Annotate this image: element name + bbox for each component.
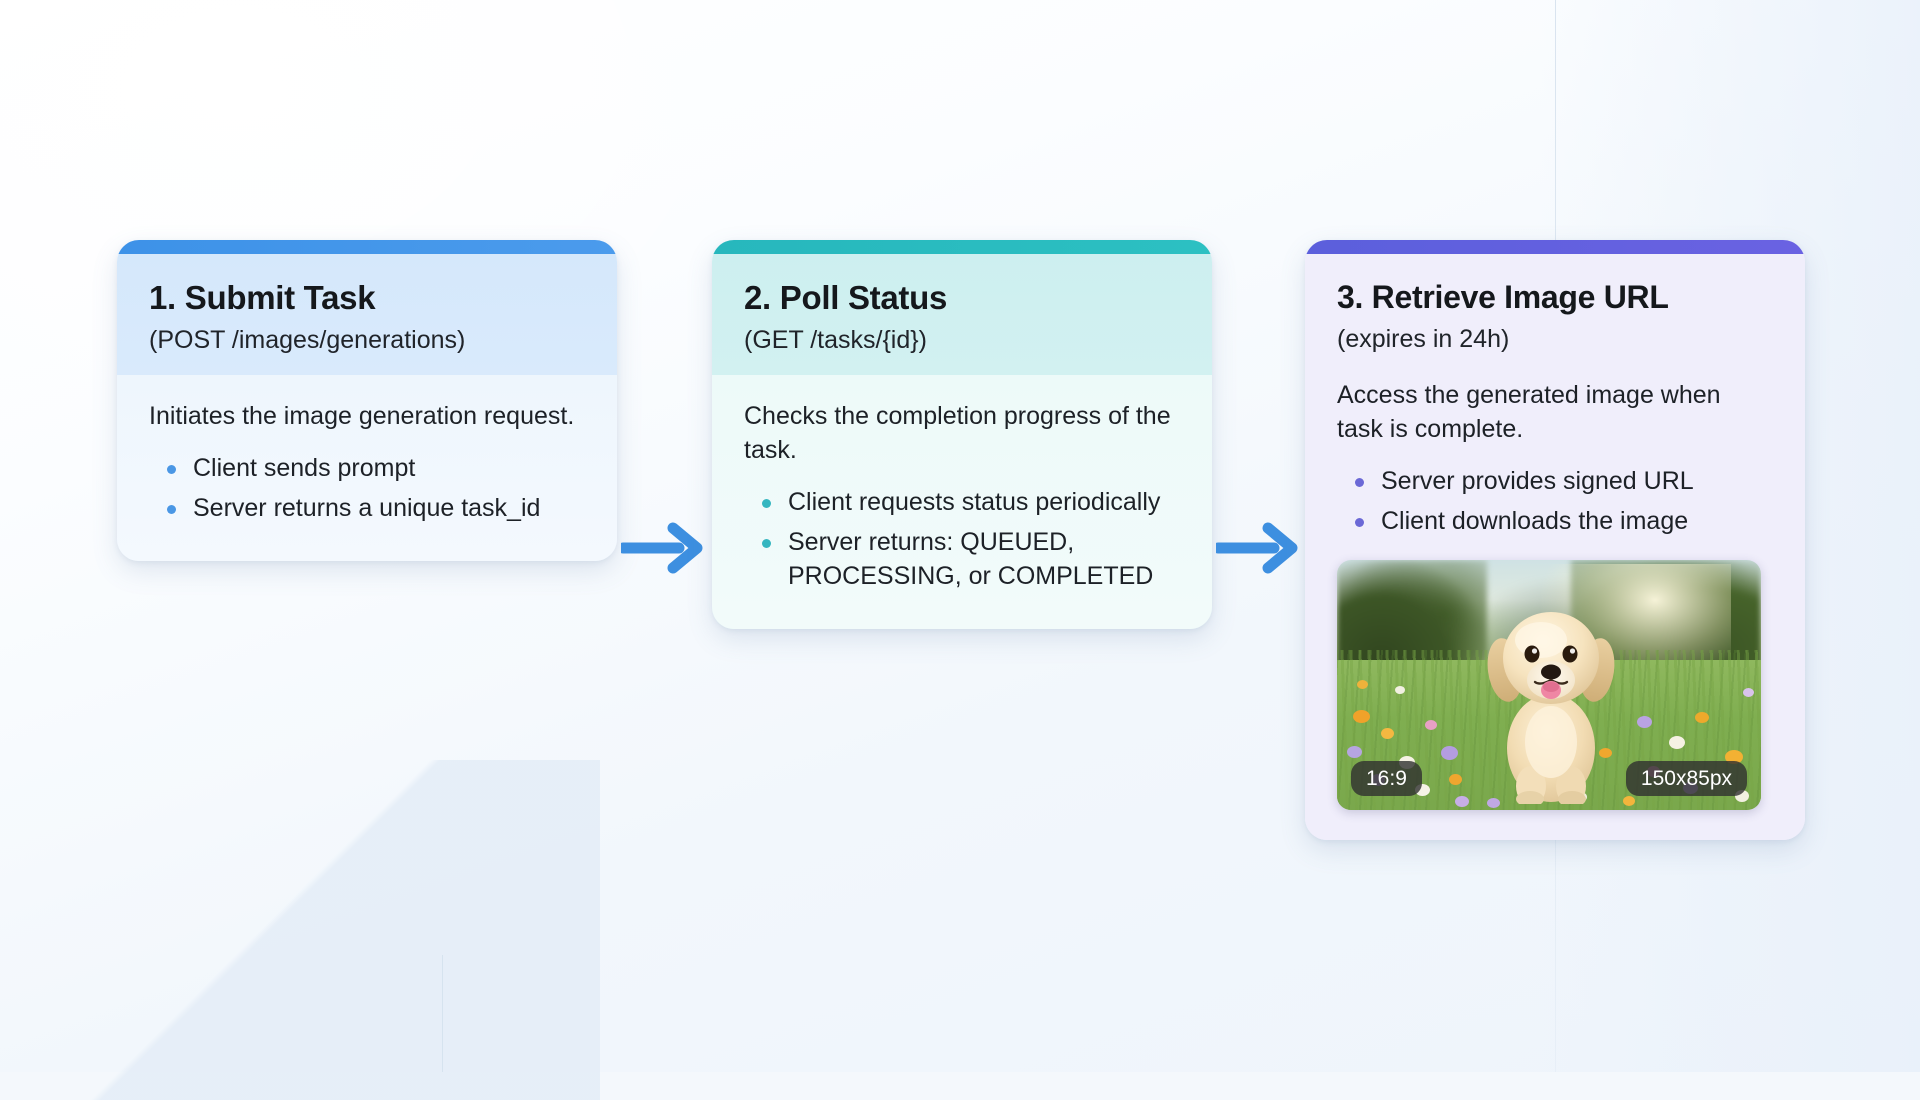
arrow-step2-to-step3 [1216, 522, 1298, 574]
flower [1599, 747, 1612, 758]
card-subtitle: (GET /tasks/{id}) [744, 325, 927, 354]
card-header: 2. Poll Status (GET /tasks/{id}) [712, 254, 1212, 375]
card-bullet-list: Client requests status periodically Serv… [744, 485, 1180, 593]
flower [1381, 727, 1394, 739]
card-title: 3. Retrieve Image URL [1337, 279, 1669, 315]
flower [1353, 709, 1370, 723]
card-accent-bar [1305, 240, 1805, 254]
card-inner: 3. Retrieve Image URL (expires in 24h) A… [1305, 254, 1805, 840]
step-card-retrieve-image-url[interactable]: 3. Retrieve Image URL (expires in 24h) A… [1305, 240, 1805, 840]
list-item-label: Client requests status periodically [788, 487, 1161, 516]
card-description: Checks the completion progress of the ta… [744, 401, 1171, 464]
flower [1347, 745, 1362, 758]
list-item-label: Server returns a unique task_id [193, 493, 541, 522]
background-seam-left [442, 955, 443, 1072]
flower [1395, 685, 1405, 694]
flower [1357, 679, 1368, 689]
background-diagonal-panel [0, 760, 600, 1100]
step-card-submit-task[interactable]: 1. Submit Task (POST /images/generations… [117, 240, 617, 561]
card-inner: 1. Submit Task (POST /images/generations… [117, 254, 617, 561]
bullet-dot-icon [762, 498, 771, 508]
card-bullet-list: Client sends prompt Server returns a uni… [149, 451, 585, 525]
flower [1487, 797, 1500, 808]
flower [1425, 719, 1437, 730]
list-item-label: Server provides signed URL [1381, 466, 1694, 495]
list-item-label: Client downloads the image [1381, 506, 1689, 535]
image-size-badge: 150x85px [1625, 760, 1747, 796]
puppy-illustration [1487, 611, 1615, 804]
card-description: Initiates the image generation request. [149, 401, 575, 430]
bullet-dot-icon [1355, 517, 1364, 527]
list-item-label: Server returns: QUEUED, PROCESSING, or C… [788, 527, 1154, 590]
aspect-ratio-badge: 16:9 [1351, 760, 1422, 796]
card-body: Checks the completion progress of the ta… [712, 374, 1212, 629]
card-inner: 2. Poll Status (GET /tasks/{id}) Checks … [712, 254, 1212, 629]
flower [1455, 795, 1469, 807]
flower [1669, 735, 1685, 749]
bullet-dot-icon [167, 464, 176, 474]
bullet-dot-icon [1355, 477, 1364, 487]
list-item: Client downloads the image [1337, 504, 1773, 538]
card-header: 1. Submit Task (POST /images/generations… [117, 254, 617, 375]
flower [1637, 715, 1652, 728]
list-item: Server returns: QUEUED, PROCESSING, or C… [744, 525, 1180, 593]
flower [1695, 711, 1709, 723]
bullet-dot-icon [167, 504, 176, 514]
list-item: Server returns a unique task_id [149, 491, 585, 525]
flower [1449, 773, 1462, 785]
card-body: Initiates the image generation request. … [117, 374, 617, 561]
generated-image-thumbnail[interactable]: 16:9 150x85px [1337, 559, 1761, 810]
card-accent-bar [712, 240, 1212, 254]
bullet-dot-icon [762, 538, 771, 548]
list-item: Client sends prompt [149, 451, 585, 485]
card-subtitle: (POST /images/generations) [149, 325, 466, 354]
card-bullet-list: Server provides signed URL Client downlo… [1337, 464, 1773, 538]
step-card-poll-status[interactable]: 2. Poll Status (GET /tasks/{id}) Checks … [712, 240, 1212, 629]
card-accent-bar [117, 240, 617, 254]
card-subtitle: (expires in 24h) [1337, 324, 1510, 353]
flower [1623, 795, 1635, 806]
card-body: Access the generated image when task is … [1305, 363, 1805, 840]
card-header: 3. Retrieve Image URL (expires in 24h) [1305, 254, 1805, 364]
flower [1743, 687, 1754, 697]
flower [1441, 745, 1458, 760]
arrow-step1-to-step2 [621, 522, 703, 574]
list-item: Server provides signed URL [1337, 464, 1773, 498]
card-title: 2. Poll Status [744, 279, 948, 316]
list-item-label: Client sends prompt [193, 453, 416, 482]
flower [1725, 749, 1743, 764]
card-description: Access the generated image when task is … [1337, 380, 1721, 443]
list-item: Client requests status periodically [744, 485, 1180, 519]
card-title: 1. Submit Task [149, 279, 376, 316]
